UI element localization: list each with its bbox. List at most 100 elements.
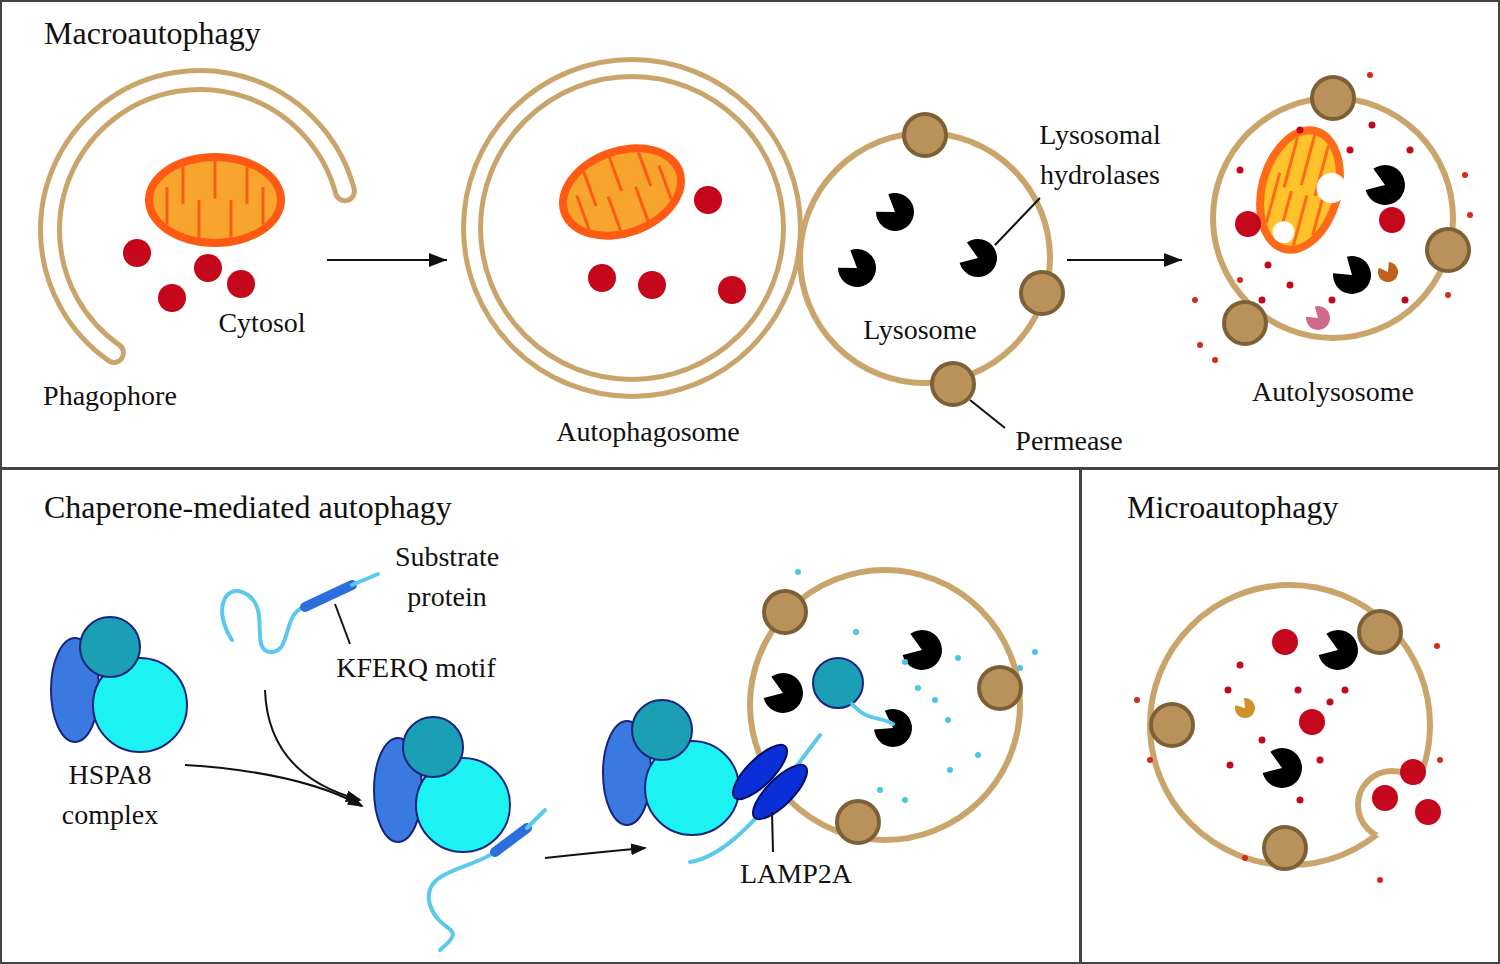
permease-channel <box>837 801 879 843</box>
hydrolase-enzyme <box>903 630 942 670</box>
amino-acid <box>915 685 921 691</box>
cargo-particle <box>1237 167 1244 174</box>
process-arrow <box>545 848 645 858</box>
amino-acid <box>853 629 859 635</box>
cargo-particle <box>718 276 746 304</box>
autolysosome: Autolysosome <box>1182 72 1487 413</box>
phagophore-lumen <box>50 80 345 353</box>
cargo-particle <box>1299 709 1325 735</box>
cargo-particle <box>158 284 186 312</box>
hsc70-complex <box>374 717 510 852</box>
lysosome-membrane <box>1150 585 1430 865</box>
phagophore-membrane <box>50 80 345 353</box>
lysosome-membrane <box>800 133 1050 383</box>
cargo-particle <box>1369 122 1376 129</box>
amino-acid <box>947 767 953 773</box>
cargo-particle <box>1297 127 1304 134</box>
hydrolase-enzyme <box>1263 748 1302 788</box>
cargo-particle <box>1407 147 1414 154</box>
polypeptide-chain <box>352 574 378 585</box>
part-label: LAMP2A <box>740 856 852 891</box>
cargo-particle <box>1467 212 1473 218</box>
leader-line <box>970 400 1005 428</box>
amino-acid <box>1032 649 1038 655</box>
cargo-particle <box>1265 262 1272 269</box>
autophagosome-membrane <box>472 68 792 388</box>
cargo-particle <box>694 186 722 214</box>
cargo-particle <box>1342 687 1349 694</box>
panel: MacroautophagyPhagophoreAutophagosomeLys… <box>0 0 1500 469</box>
amino-acid <box>902 659 908 665</box>
substrate-protein: Substrate protein <box>217 537 517 652</box>
node-label: HSPA8 complex <box>35 755 185 835</box>
mitochondrion <box>1243 116 1361 264</box>
node-label: Substrate protein <box>372 537 522 617</box>
polypeptide-chain <box>527 810 545 828</box>
leader-line <box>335 604 350 644</box>
amino-acid <box>945 717 951 723</box>
permease-channel <box>1224 302 1266 344</box>
polypeptide-chain <box>429 852 495 950</box>
amino-acid <box>1017 665 1023 671</box>
permease-channel <box>1359 611 1401 653</box>
phagophore: Phagophore <box>27 97 327 427</box>
cargo-particle <box>1235 211 1261 237</box>
hydrolase-enzyme <box>960 239 997 277</box>
cargo-particle <box>1192 297 1198 303</box>
amino-acid <box>955 655 961 661</box>
cargo-particle <box>194 254 222 282</box>
cargo-particle <box>1212 357 1218 363</box>
leader-line <box>772 812 773 852</box>
cargo-particle <box>1329 297 1336 304</box>
cargo-particle <box>1379 207 1405 233</box>
region-label: Cytosol <box>218 305 305 340</box>
process-arrow <box>327 259 447 261</box>
kferq-motif <box>495 828 527 852</box>
panel: Microautophagy <box>1080 468 1500 964</box>
permease-channel <box>932 363 974 405</box>
cargo-particle <box>1372 785 1398 811</box>
hydrolase-enzyme <box>1378 262 1398 282</box>
hsc70-complex <box>51 617 187 752</box>
permease-channel <box>1264 827 1306 869</box>
cargo-particle <box>1227 762 1234 769</box>
cargo-particle <box>1297 797 1304 804</box>
process-arrow <box>1067 259 1182 261</box>
permease-channel <box>979 667 1021 709</box>
cargo-particle <box>1317 757 1324 764</box>
cargo-particle <box>1237 277 1243 283</box>
cargo-particle <box>227 270 255 298</box>
cargo-particle <box>123 239 151 267</box>
cargo-particle <box>1377 877 1383 883</box>
lysosome: Lysosome <box>802 112 1067 402</box>
amino-acid <box>932 697 938 703</box>
cargo-particle <box>1287 282 1294 289</box>
unfolding-substrate <box>813 658 863 708</box>
hydrolase-enzyme <box>1366 165 1405 205</box>
cargo-particle <box>1415 799 1441 825</box>
part-label: KFERQ motif <box>336 650 495 685</box>
permease-channel <box>764 591 806 633</box>
cargo-particle <box>1400 759 1426 785</box>
chaperone-complex: HSPA8 complex <box>42 612 212 839</box>
autophagosome: Autophagosome <box>447 42 792 457</box>
cargo-particle <box>1462 172 1468 178</box>
cargo-particle <box>1295 687 1302 694</box>
hydrolase-enzyme <box>1333 256 1371 294</box>
cargo-particle <box>1259 737 1266 744</box>
hydrolase-enzyme <box>838 249 876 287</box>
hydrolase-enzyme <box>764 673 803 713</box>
amino-acid <box>902 797 908 803</box>
panel: Chaperone-mediated autophagyHSPA8 comple… <box>0 468 1081 964</box>
cargo-particle <box>1347 147 1354 154</box>
autophagosome-lumen <box>472 68 792 388</box>
hydrolase-enzyme <box>1319 630 1358 670</box>
cargo-particle <box>1237 662 1244 669</box>
node-label: Autolysosome <box>1252 374 1414 409</box>
permease-channel <box>1312 77 1354 119</box>
panel-title: Chaperone-mediated autophagy <box>44 488 452 526</box>
